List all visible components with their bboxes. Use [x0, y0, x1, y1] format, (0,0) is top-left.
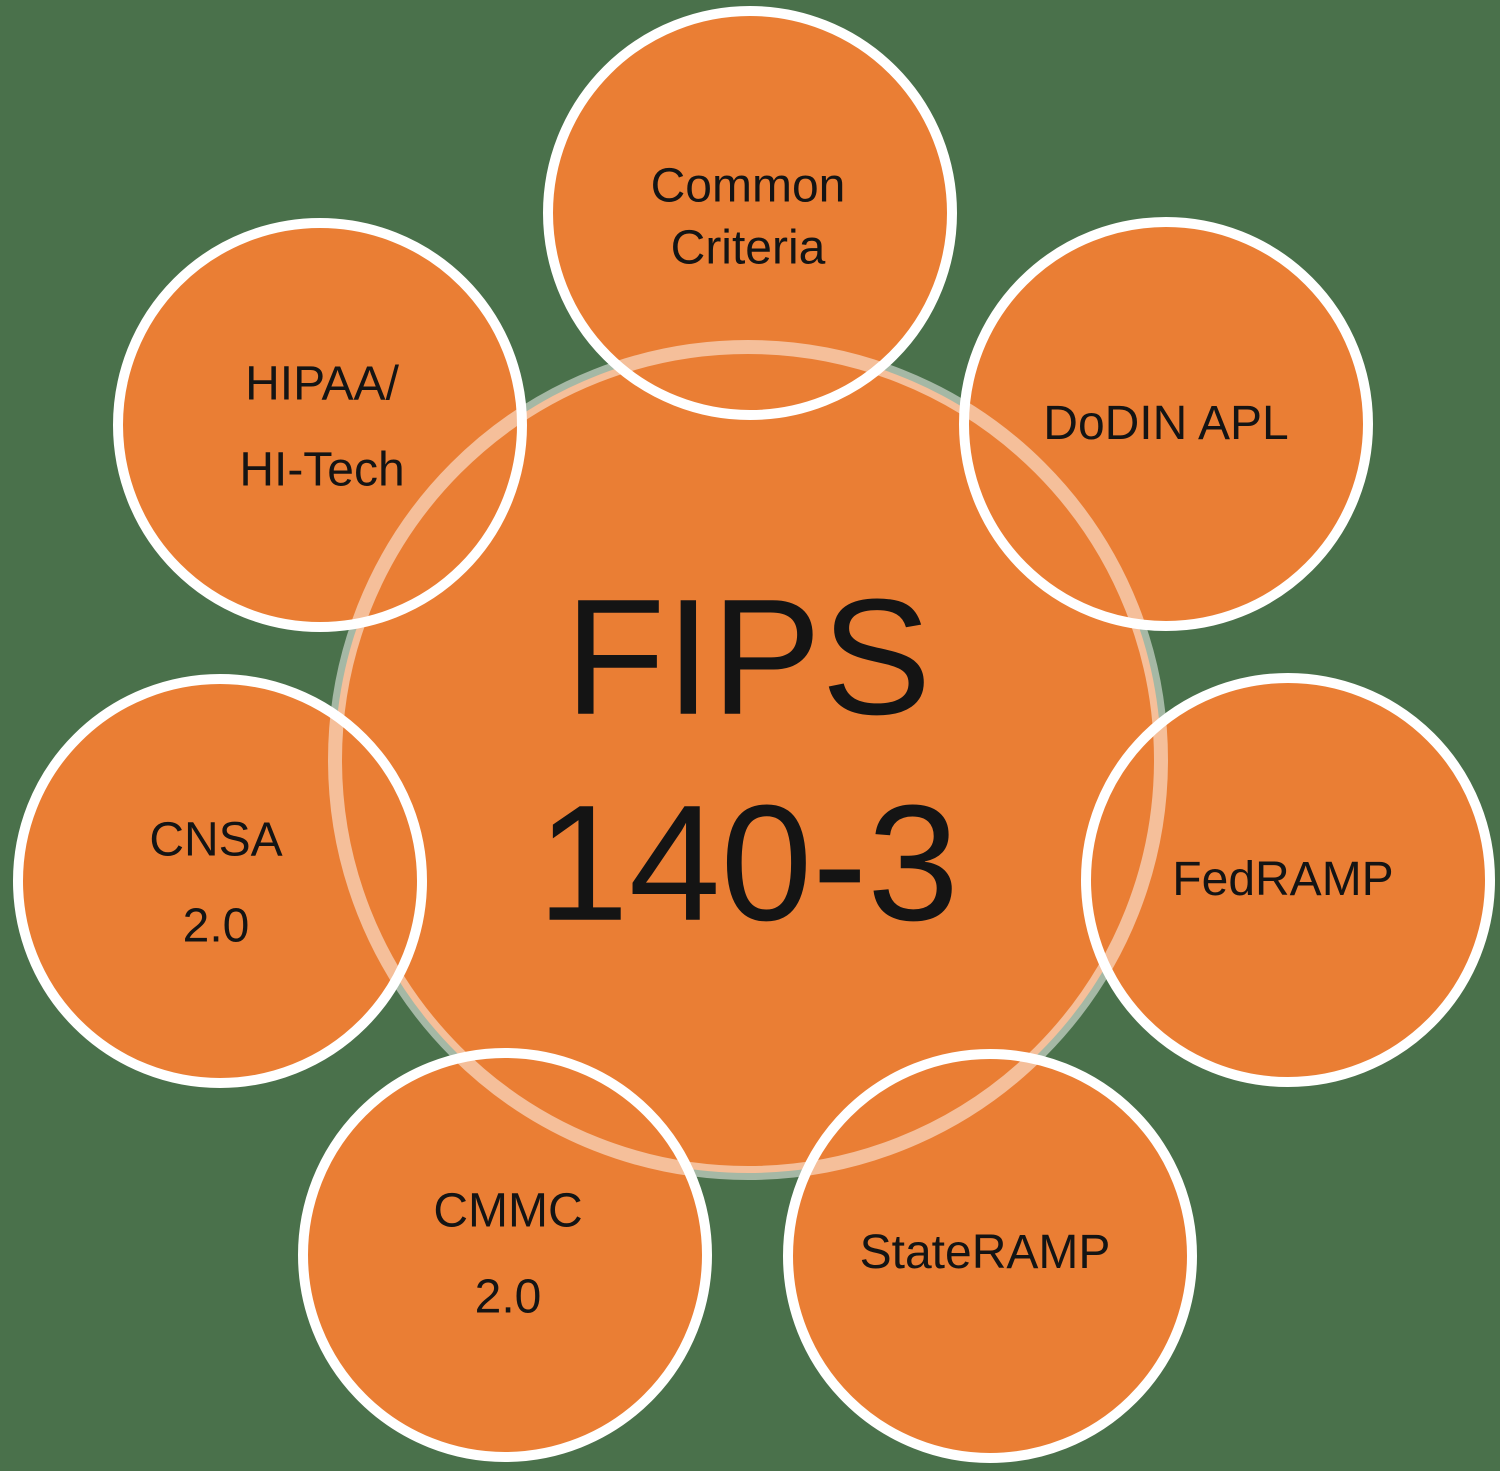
satellite-label-cnsa-2-0: CNSA 2.0: [149, 813, 283, 953]
satellite-label-stateramp: StateRAMP: [859, 1226, 1111, 1279]
satellite-circle-stateramp: [783, 1049, 1197, 1463]
satellite-label-common-criteria: Common Criteria: [650, 159, 846, 275]
satellite-circle-cnsa-2-0: [13, 674, 427, 1088]
satellite-label-fedramp: FedRAMP: [1172, 853, 1394, 906]
center-label-fips-140-3: FIPS 140-3: [536, 564, 960, 955]
satellite-circle-fedramp: [1081, 673, 1495, 1087]
satellite-label-hipaa-hi-tech: HIPAA/ HI-Tech: [239, 357, 405, 497]
satellite-label-dodin-apl: DoDIN APL: [1043, 397, 1289, 450]
satellite-circle-hipaa-hi-tech: [113, 218, 527, 632]
satellite-label-cmmc-2-0: CMMC 2.0: [433, 1184, 583, 1324]
satellite-circle-cmmc-2-0: [298, 1048, 712, 1462]
